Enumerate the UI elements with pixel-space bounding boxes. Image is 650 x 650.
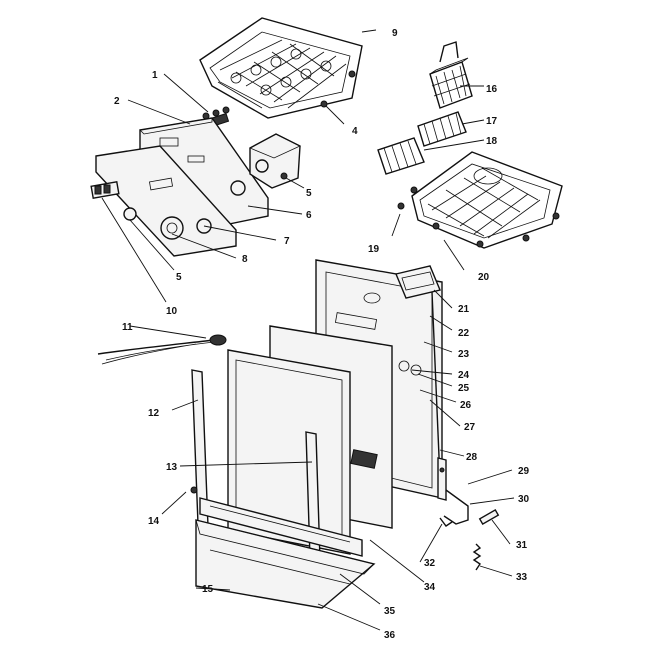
callout-14: 14 [148, 516, 160, 527]
part-28-door-seal [431, 291, 441, 481]
part-5-knob-small [123, 207, 137, 221]
part-31-pin [478, 508, 500, 526]
part-5-timer-module [249, 133, 301, 189]
callout-25: 25 [458, 383, 470, 394]
callout-8: 8 [242, 254, 248, 265]
callout-6: 6 [306, 210, 312, 221]
callout-7: 7 [284, 236, 290, 247]
callout-5-bottom: 5 [176, 272, 182, 283]
callout-34: 34 [424, 582, 436, 593]
part-14-clip [190, 486, 198, 494]
part-16-cutlery-basket [429, 41, 473, 109]
callout-29: 29 [518, 466, 530, 477]
callout-16: 16 [486, 84, 498, 95]
part-21-dispenser [395, 265, 441, 299]
callout-26: 26 [460, 400, 472, 411]
callout-4: 4 [352, 126, 358, 137]
part-19-fastener [397, 202, 405, 210]
callout-11: 11 [122, 322, 133, 333]
part-18-rack-insert [377, 137, 425, 175]
callout-19: 19 [368, 244, 380, 255]
part-32-bracket [439, 517, 453, 527]
part-11-power-cord [97, 334, 227, 365]
callout-2: 2 [114, 96, 120, 107]
part-10-switch-block [90, 181, 120, 199]
callout-33: 33 [516, 572, 528, 583]
callout-12: 12 [148, 408, 160, 419]
part-9-upper-basket [199, 17, 363, 119]
callout-24: 24 [458, 370, 470, 381]
callout-28: 28 [466, 452, 478, 463]
callout-9: 9 [392, 28, 398, 39]
part-8-knob-large [160, 216, 184, 240]
callout-23: 23 [458, 349, 470, 360]
callout-17: 17 [486, 116, 498, 127]
part-33-spring [472, 543, 482, 571]
callout-10-left: 10 [166, 306, 178, 317]
callout-36: 36 [384, 630, 396, 641]
callout-1: 1 [152, 70, 158, 81]
callout-22: 22 [458, 328, 470, 339]
callout-18: 18 [486, 136, 498, 147]
callout-21: 21 [458, 304, 470, 315]
part-17-rack-insert [417, 111, 467, 147]
callout-15: 15 [202, 584, 214, 595]
leader-lines [101, 29, 515, 631]
part-20-lower-basket [410, 151, 563, 249]
part-29-hinge [437, 457, 469, 525]
callout-30: 30 [518, 494, 530, 505]
part-7-control-panel [95, 145, 237, 257]
callout-13: 13 [166, 462, 178, 473]
callout-35: 35 [384, 606, 396, 617]
part-door-bottom-channel [199, 497, 363, 557]
callout-20: 20 [478, 272, 490, 283]
callout-5-top: 5 [306, 188, 312, 199]
part-15-kick-plate [195, 519, 376, 609]
callout-27: 27 [464, 422, 476, 433]
callout-32: 32 [424, 558, 436, 569]
callout-31: 31 [516, 540, 528, 551]
